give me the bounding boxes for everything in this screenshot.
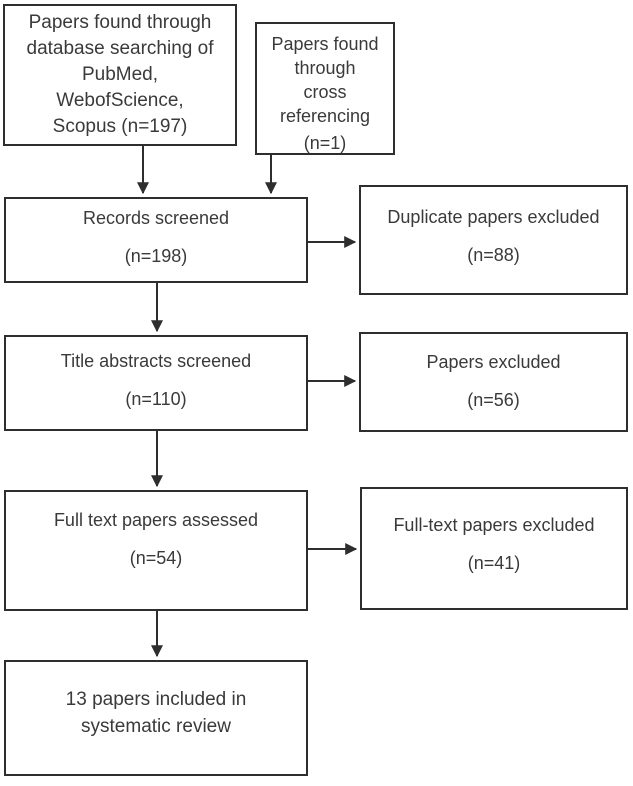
box-records-screened: Records screened (n=198) bbox=[4, 197, 308, 283]
box-label: Title abstracts screened bbox=[60, 351, 252, 371]
box-papers-found-cross-referencing: Papers found through cross referencing (… bbox=[255, 22, 395, 155]
box-text-line: systematic review bbox=[81, 716, 231, 737]
box-papers-found-database: Papers found through database searching … bbox=[3, 4, 237, 146]
box-count: (n=56) bbox=[467, 390, 520, 410]
box-text-line: PubMed, bbox=[81, 64, 159, 85]
box-text-line: 13 papers included in bbox=[65, 689, 247, 710]
box-title-abstracts-screened: Title abstracts screened (n=110) bbox=[4, 335, 308, 431]
box-count: (n=54) bbox=[129, 548, 183, 568]
box-label: Full-text papers excluded bbox=[393, 515, 595, 535]
box-duplicate-papers-excluded: Duplicate papers excluded (n=88) bbox=[359, 185, 628, 295]
box-papers-excluded: Papers excluded (n=56) bbox=[359, 332, 628, 432]
box-count: (n=41) bbox=[467, 553, 521, 573]
box-count: (n=110) bbox=[125, 389, 187, 409]
box-text-line: Papers found through bbox=[28, 12, 212, 33]
box-count: (n=1) bbox=[303, 133, 347, 153]
box-label: Duplicate papers excluded bbox=[387, 207, 600, 227]
box-fulltext-papers-assessed: Full text papers assessed (n=54) bbox=[4, 490, 308, 611]
box-text-line: database searching of bbox=[26, 38, 214, 59]
box-count: (n=88) bbox=[467, 245, 520, 265]
box-text-line: through bbox=[294, 58, 356, 78]
box-text-line: WebofScience, bbox=[56, 90, 184, 111]
box-label: Papers excluded bbox=[426, 352, 561, 372]
box-papers-included: 13 papers included in systematic review bbox=[4, 660, 308, 776]
box-text-line: cross bbox=[303, 82, 347, 102]
box-text-line: Scopus (n=197) bbox=[52, 116, 188, 137]
box-count: (n=198) bbox=[124, 246, 188, 266]
box-text-line: referencing bbox=[279, 106, 371, 126]
box-fulltext-papers-excluded: Full-text papers excluded (n=41) bbox=[360, 487, 628, 610]
box-text-line: Papers found bbox=[271, 34, 379, 54]
box-label: Full text papers assessed bbox=[53, 510, 259, 530]
box-label: Records screened bbox=[82, 208, 230, 228]
